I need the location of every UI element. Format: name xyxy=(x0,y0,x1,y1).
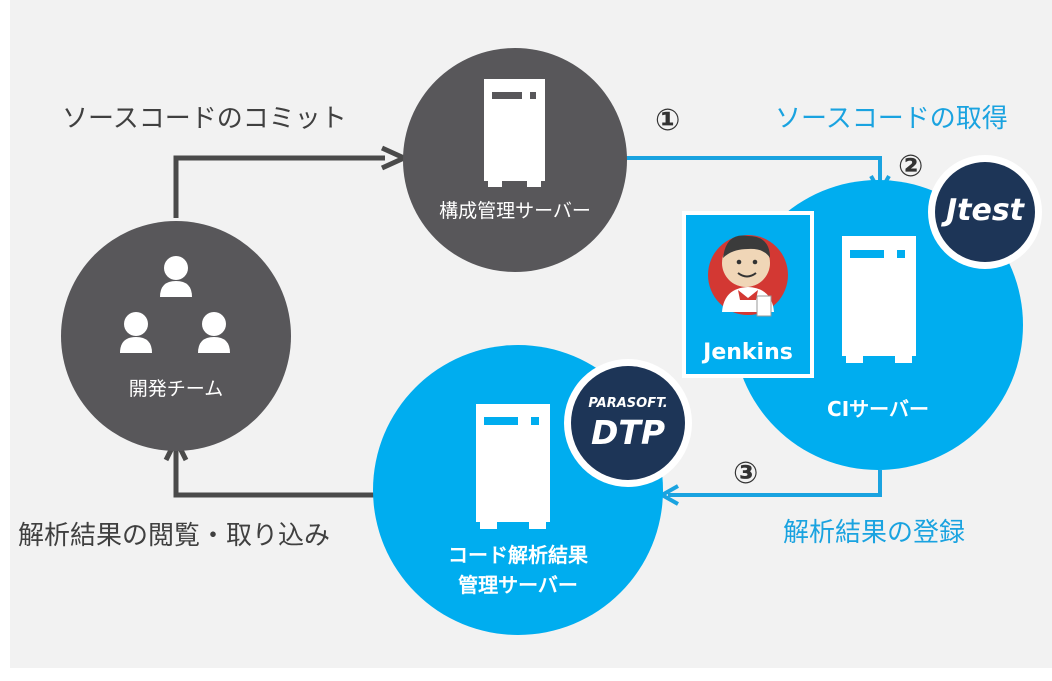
commit-arrow xyxy=(173,145,411,218)
jenkins-logo-text: Jenkins xyxy=(703,340,793,365)
register-label: 解析結果の登録 xyxy=(783,518,966,548)
step-1-marker: ① xyxy=(655,103,681,138)
parasoft-logo-text: PARASOFT. xyxy=(588,396,668,411)
register-arrow xyxy=(657,470,882,506)
jtest-logo xyxy=(928,155,1042,269)
dev-team-label: 開発チーム xyxy=(128,378,224,400)
step-3-marker: ③ xyxy=(733,456,759,491)
dtp-server-label-line2: 管理サーバー xyxy=(458,573,578,597)
step-2-marker: ② xyxy=(898,149,924,184)
parasoft-dtp-logo xyxy=(564,359,692,487)
ci-server-icon xyxy=(842,236,916,363)
ci-server-label: CIサーバー xyxy=(827,397,929,421)
jtest-logo-text: Jtest xyxy=(945,193,1025,228)
jenkins-logo xyxy=(682,211,814,378)
dtp-server-icon xyxy=(476,404,550,529)
dtp-server-label-line1: コード解析結果 xyxy=(448,543,588,567)
fetch-label: ソースコードの取得 xyxy=(775,104,1008,134)
scm-server-icon xyxy=(484,79,545,187)
commit-label: ソースコードのコミット xyxy=(62,104,347,134)
dtp-logo-text: DTP xyxy=(590,413,666,452)
scm-server-label: 構成管理サーバー xyxy=(439,200,591,222)
team-users-icon xyxy=(120,256,230,353)
dev-team-node xyxy=(61,221,291,451)
review-label: 解析結果の閲覧・取り込み xyxy=(18,521,331,551)
